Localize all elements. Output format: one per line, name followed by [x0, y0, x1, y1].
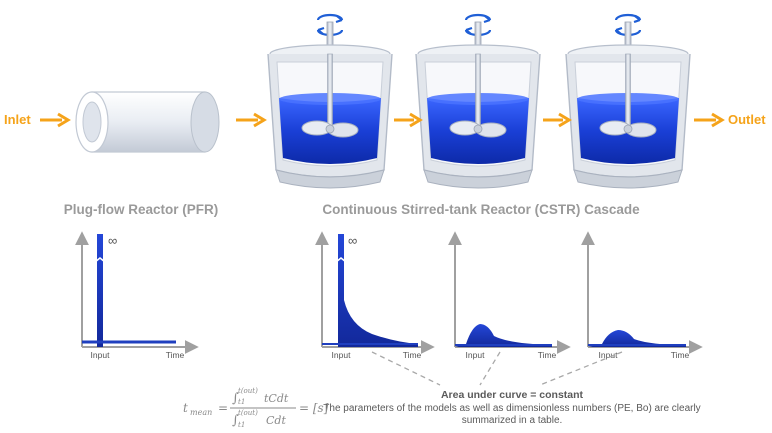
cstr1-rtd-chart: ∞ Input Time [315, 231, 435, 360]
outlet-arrow [694, 112, 725, 128]
denominator-upper-limit: t(out) [238, 409, 258, 417]
x-input-label: Input [466, 350, 486, 360]
inlet-label: Inlet [4, 112, 31, 127]
mean-residence-time-formula: t mean = ∫ t(out) t1 tCdt ∫ t(out) t1 Cd… [183, 387, 329, 429]
x-time-label: Time [671, 350, 690, 360]
flow-arrow [394, 112, 423, 128]
cstr-tank-2 [414, 13, 542, 190]
description-line-2: summarized in a table. [462, 415, 563, 426]
x-time-label: Time [166, 350, 185, 360]
svg-text:∫: ∫ [232, 413, 239, 428]
formula-rhs: = [s] [299, 401, 329, 415]
infinity-symbol: ∞ [108, 233, 117, 248]
numerator-upper-limit: t(out) [238, 387, 258, 395]
formula-lhs-sub: mean [190, 408, 212, 417]
dirac-spike [97, 234, 103, 347]
cstr-tank-1 [266, 13, 394, 190]
cstr3-rtd-chart: Input Time [581, 231, 703, 360]
cstr2-rtd-chart: Input Time [448, 231, 571, 360]
x-time-label: Time [403, 350, 422, 360]
numerator-body: tCdt [264, 392, 289, 405]
numerator-lower-limit: t1 [238, 398, 245, 406]
x-input-label: Input [332, 350, 352, 360]
cstr-title: Continuous Stirred-tank Reactor (CSTR) C… [322, 202, 640, 217]
residence-time-peak [455, 324, 552, 347]
description-line-1: The parameters of the models as well as … [323, 403, 700, 414]
x-input-label: Input [599, 350, 619, 360]
plug-flow-reactor-tube [75, 91, 220, 153]
formula-lhs: t [183, 401, 188, 415]
inlet-arrow [40, 112, 71, 128]
residence-time-peak [588, 330, 686, 347]
svg-text:=: = [218, 401, 228, 415]
pfr-title: Plug-flow Reactor (PFR) [64, 202, 219, 217]
dashed-connectors [371, 351, 623, 386]
pfr-rtd-chart: ∞ Input Time [75, 231, 199, 360]
infinity-symbol: ∞ [348, 233, 357, 248]
x-time-label: Time [538, 350, 557, 360]
cstr-tank-3 [564, 13, 692, 190]
area-under-curve-note: Area under curve = constant [441, 389, 584, 401]
flow-arrow [543, 112, 572, 128]
x-input-label: Input [91, 350, 111, 360]
exponential-decay-curve [338, 234, 418, 347]
denominator-body: Cdt [266, 414, 286, 427]
outlet-label: Outlet [728, 112, 766, 127]
denominator-lower-limit: t1 [238, 421, 245, 429]
flow-arrow [236, 112, 267, 128]
svg-text:∫: ∫ [232, 391, 239, 406]
